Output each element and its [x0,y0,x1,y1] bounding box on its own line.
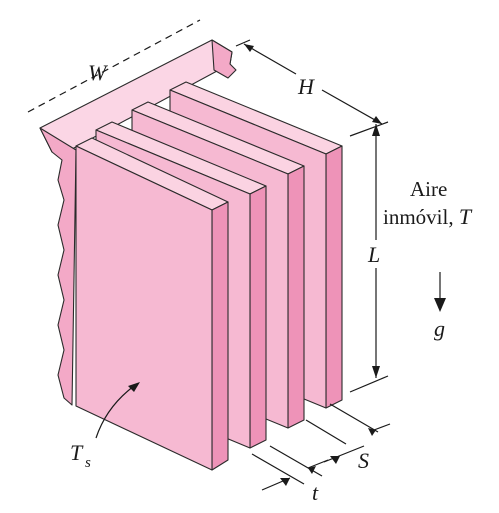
label-ts: T [70,440,84,465]
gravity-arrow: g [434,272,446,341]
label-s: S [358,448,369,473]
label-g: g [434,316,445,341]
fin-1 [75,137,229,471]
label-l: L [367,242,380,267]
dimension-t: t [251,445,329,505]
dimension-h: H [235,39,389,137]
air-label-line2: inmóvil, T [383,204,473,229]
dimension-s: S [305,403,391,473]
surface-temperature-label: T s [70,382,140,471]
base-plate-right-edge [211,39,237,79]
air-label: Aire inmóvil, T [383,177,473,229]
label-ts-subscript: s [85,455,91,471]
base-plate [39,39,237,406]
base-plate-left-edge [39,127,77,406]
label-t: t [312,480,319,505]
dimension-w: W [27,19,201,113]
label-w: W [88,60,108,85]
label-h: H [297,74,315,99]
air-label-line1: Aire [410,177,447,201]
dimension-l: L [349,124,389,393]
